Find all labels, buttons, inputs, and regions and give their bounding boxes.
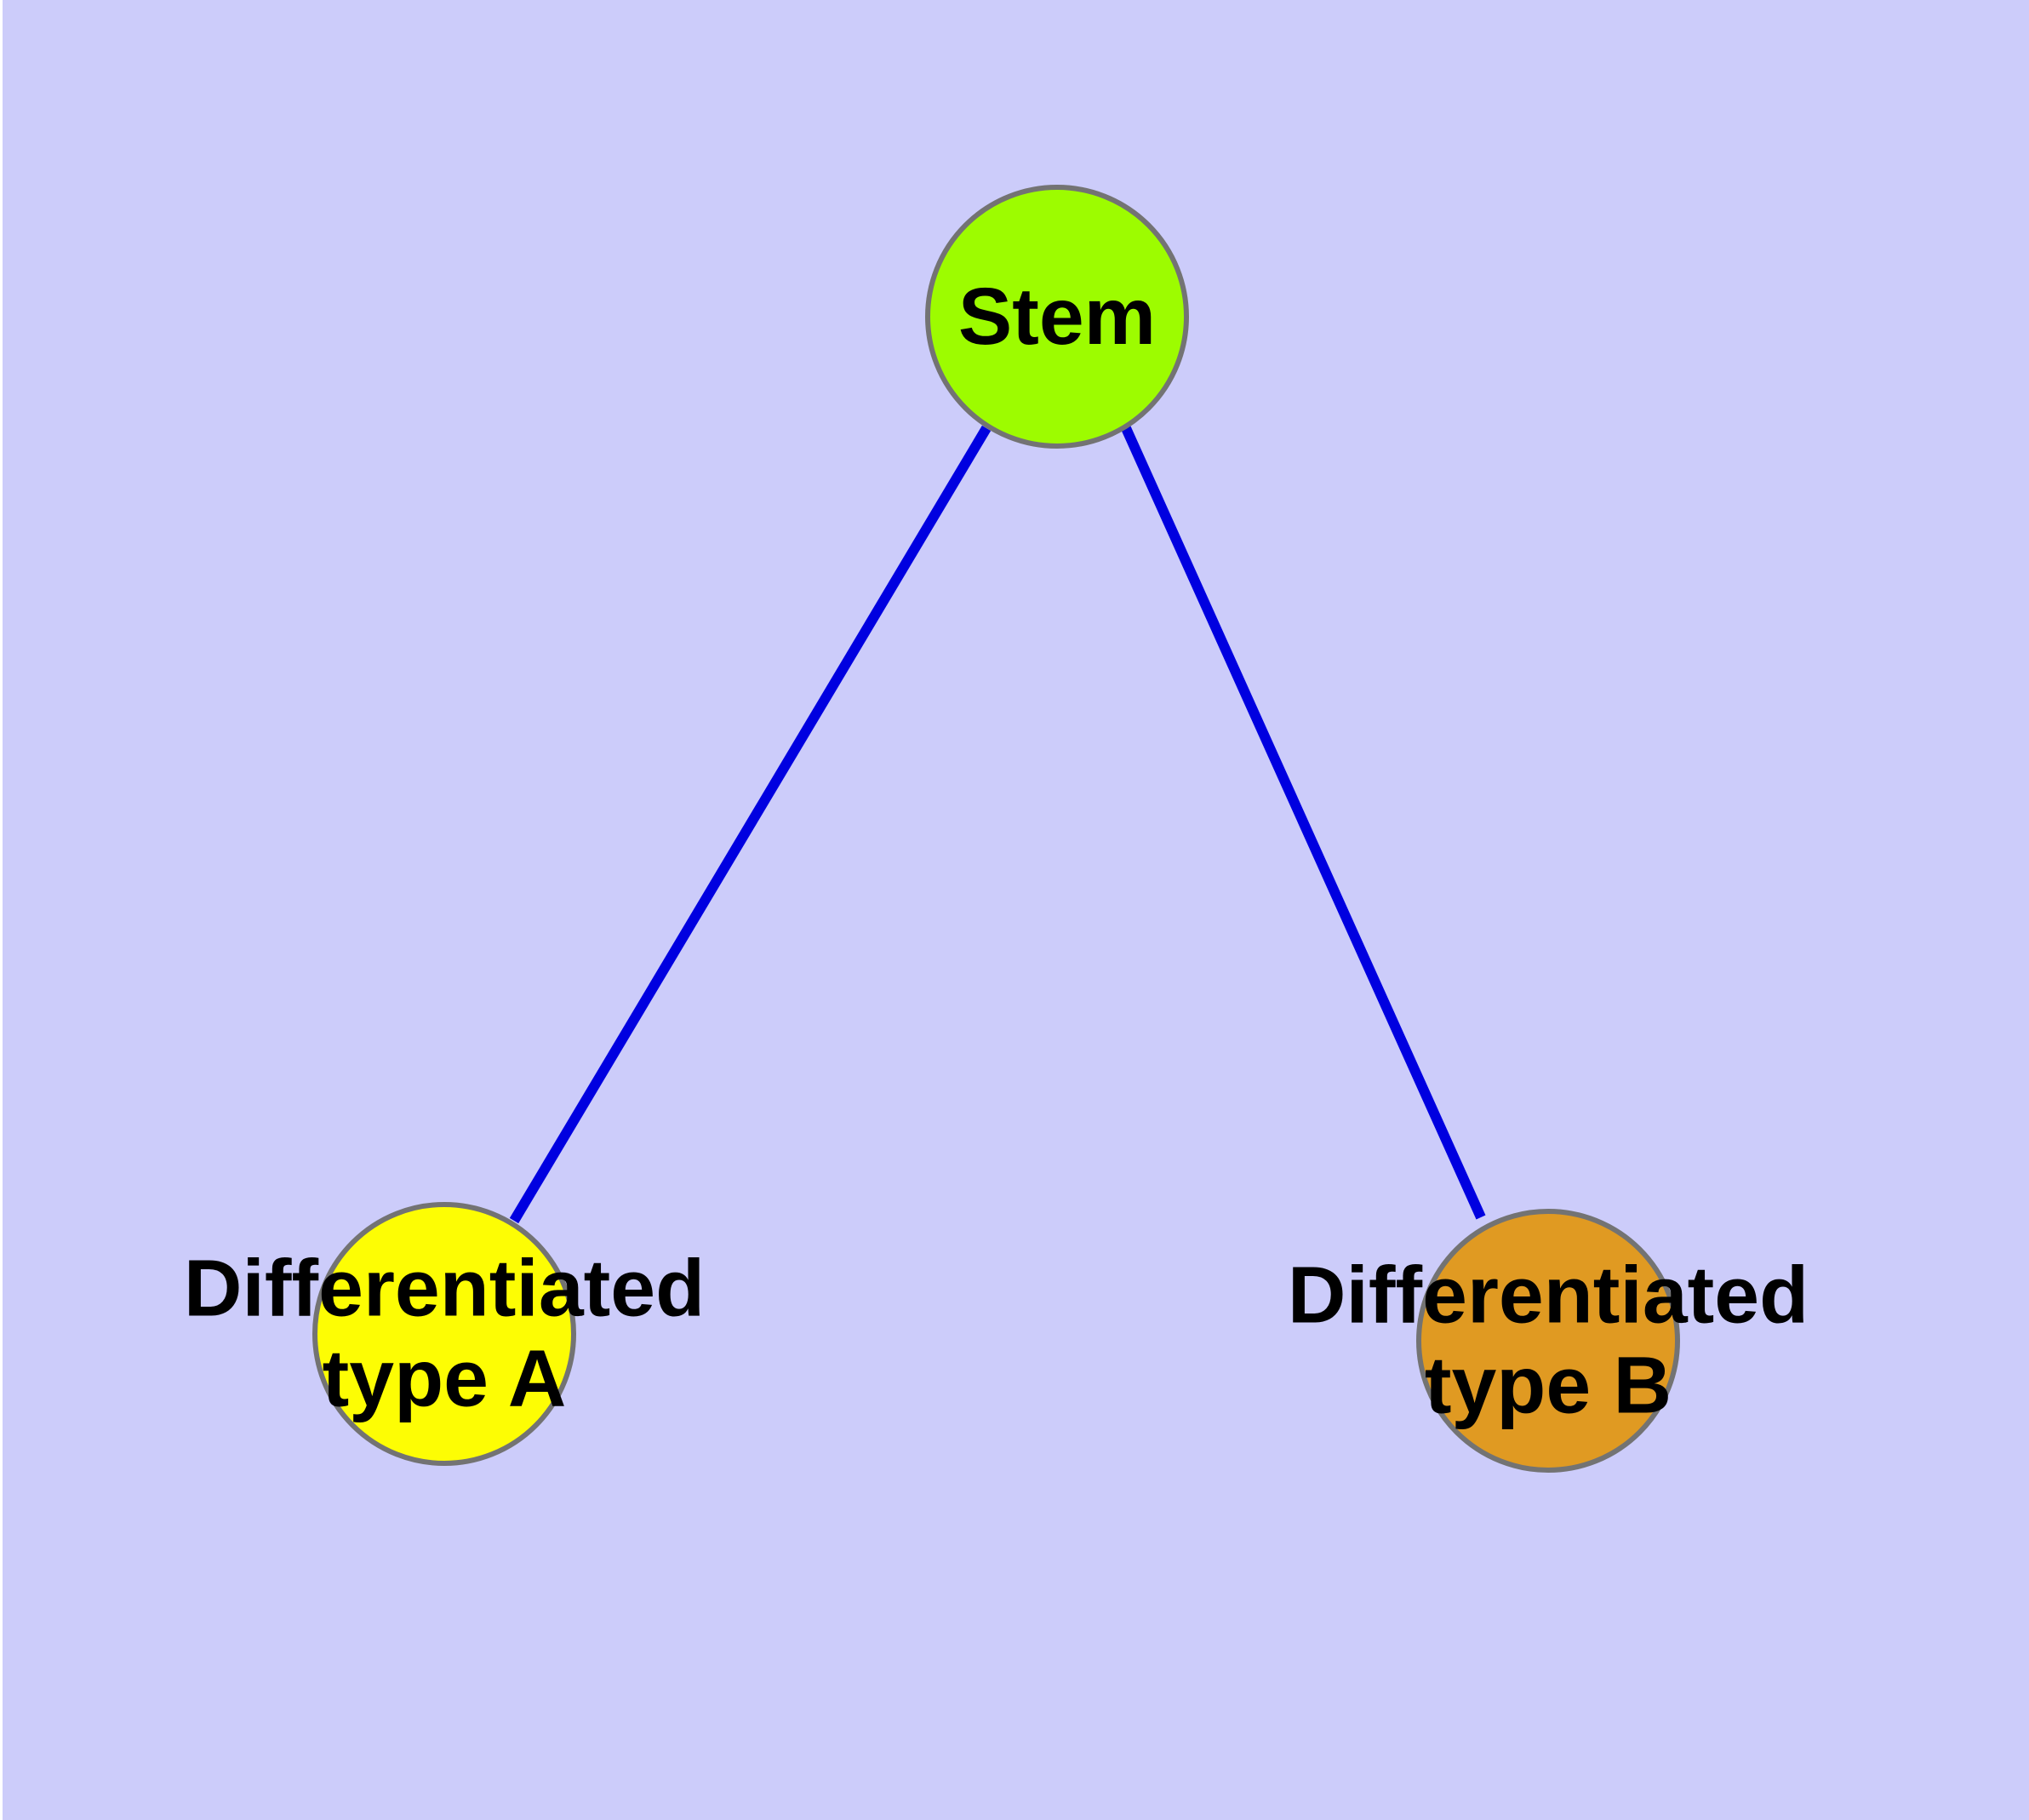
edge-stem-to-differentiated-type-b[interactable] — [1121, 426, 1486, 1220]
edge-layer — [509, 425, 1486, 1224]
node-differentiated-type-a[interactable]: Differentiated type A — [184, 1202, 705, 1466]
node-stem-label: Stem — [957, 271, 1157, 362]
edge-stem-to-differentiated-type-a[interactable] — [509, 425, 992, 1224]
node-differentiated-type-b[interactable]: Differentiated type B — [1288, 1209, 1809, 1473]
node-stem[interactable]: Stem — [925, 185, 1189, 449]
